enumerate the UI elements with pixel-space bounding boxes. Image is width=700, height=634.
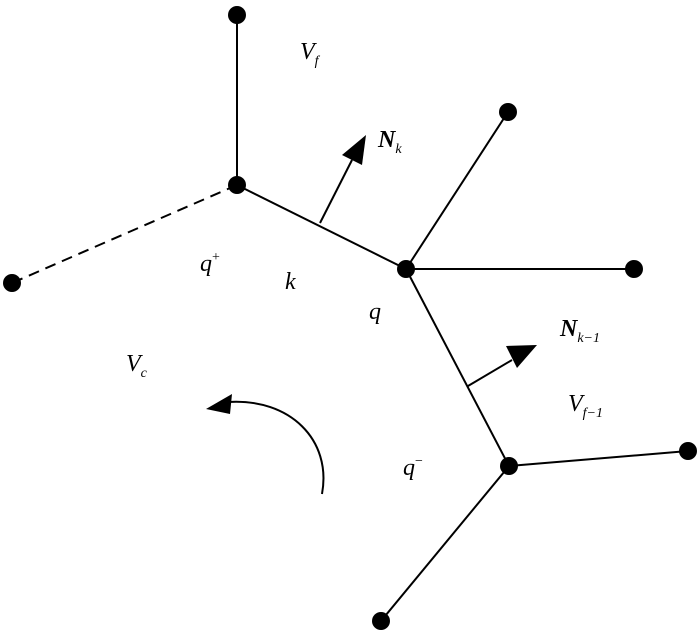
- node-far-right: [679, 442, 697, 460]
- label-q-minus-sup: −: [415, 454, 423, 469]
- node-q-plus: [228, 176, 246, 194]
- edge-k: [236, 184, 407, 270]
- label-q-main: q: [369, 299, 381, 325]
- label-nk-main: N: [378, 127, 396, 153]
- label-nk1-sub: k−1: [577, 331, 601, 346]
- label-q-minus: q−: [403, 454, 423, 481]
- edge-to-upper-right: [405, 111, 509, 270]
- label-vc-sub: c: [140, 366, 147, 381]
- node-upper-right: [499, 103, 517, 121]
- label-vf-sub: f: [314, 54, 319, 69]
- label-vc-main: V: [126, 351, 141, 377]
- label-nk: Nk: [378, 127, 402, 157]
- node-left: [3, 274, 21, 292]
- node-bottom: [372, 612, 390, 630]
- label-vf: Vf: [300, 39, 319, 69]
- label-nk-sub: k: [395, 142, 402, 157]
- label-q: q: [369, 300, 381, 324]
- edge-dashed-left: [11, 184, 238, 284]
- normal-nk1-arrowhead: [506, 345, 537, 368]
- label-q-plus-sup: +: [212, 250, 220, 265]
- rotation-arc: [227, 400, 325, 495]
- label-vf1: Vf−1: [568, 391, 603, 421]
- node-q: [397, 260, 415, 278]
- label-k: k: [285, 270, 296, 294]
- edge-to-bottom: [380, 465, 510, 622]
- label-nk1: Nk−1: [560, 316, 600, 346]
- label-vf-main: V: [300, 39, 315, 65]
- label-vf1-main: V: [568, 391, 583, 417]
- label-q-minus-main: q: [403, 455, 415, 481]
- label-k-main: k: [285, 269, 296, 295]
- rotation-arrowhead: [206, 394, 232, 414]
- normal-nk-arrowhead: [342, 135, 366, 165]
- node-right: [625, 260, 643, 278]
- normal-nk-shaft: [319, 159, 353, 224]
- normal-nk1-shaft: [467, 359, 513, 387]
- edge-to-far-right: [508, 450, 689, 467]
- label-vc: Vc: [126, 351, 147, 381]
- node-top: [228, 6, 246, 24]
- label-q-plus-main: q: [200, 251, 212, 277]
- label-vf1-sub: f−1: [582, 406, 604, 421]
- node-q-minus: [500, 457, 518, 475]
- label-q-plus: q+: [200, 250, 220, 277]
- edge-k-minus-1: [405, 268, 510, 467]
- label-nk1-main: N: [560, 316, 578, 342]
